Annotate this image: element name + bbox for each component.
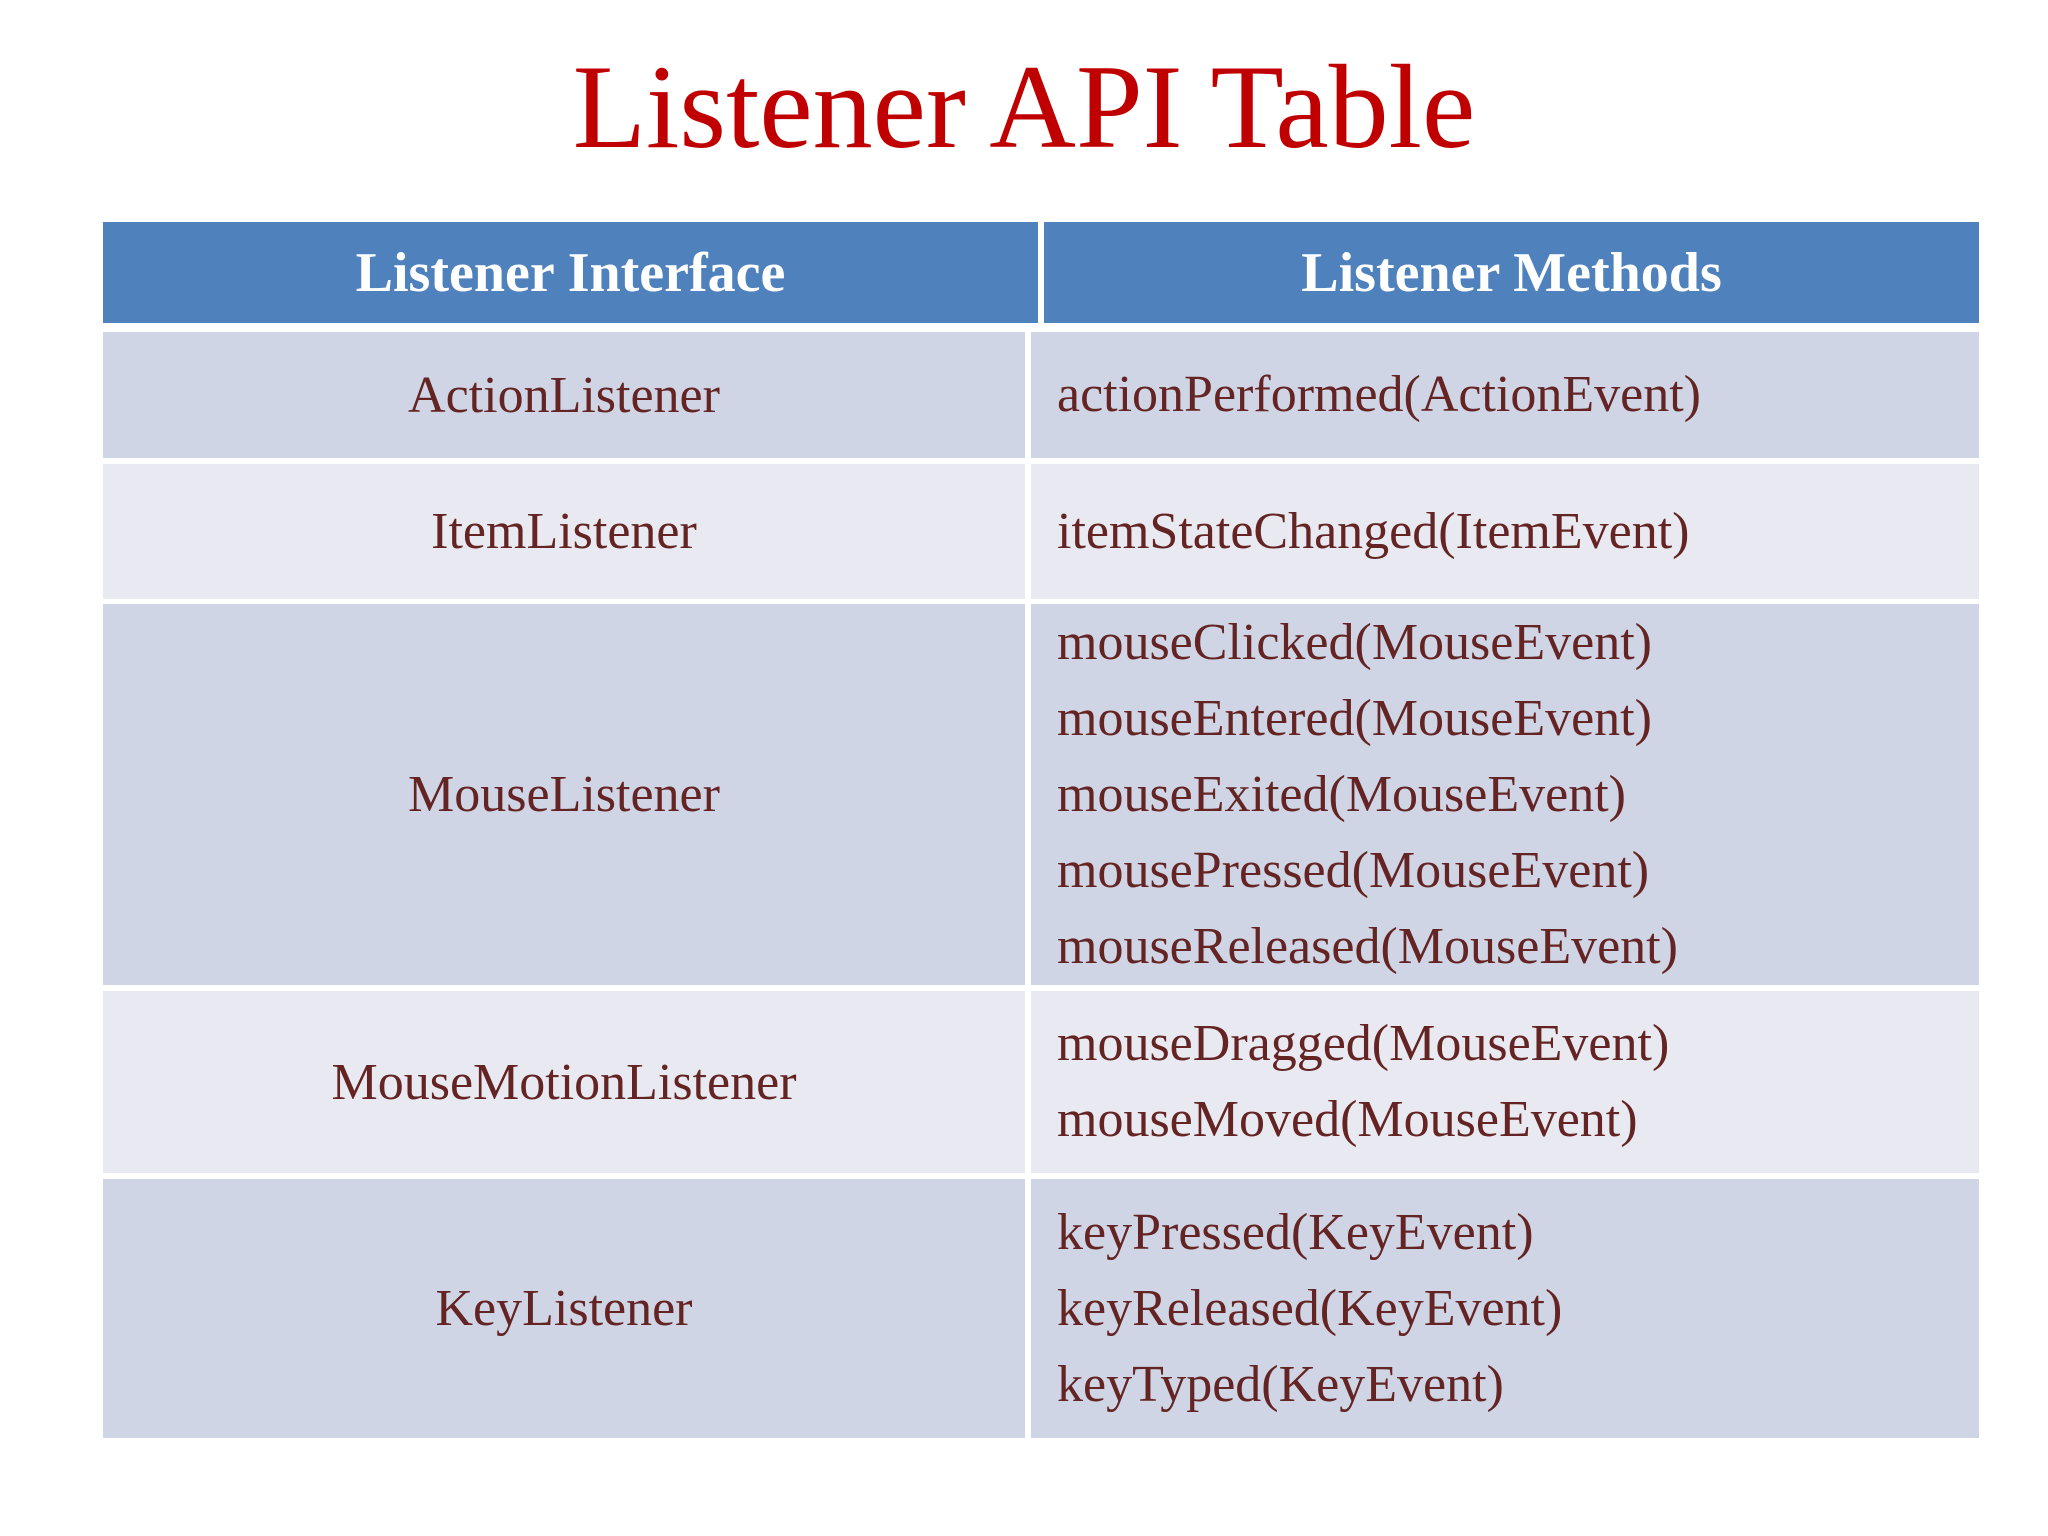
- listener-api-table: Listener Interface Listener Methods Acti…: [103, 222, 1979, 1438]
- method-name: keyPressed(KeyEvent): [1057, 1203, 1534, 1261]
- table-row: KeyListener keyPressed(KeyEvent) keyRele…: [103, 1179, 1979, 1438]
- method-name: actionPerformed(ActionEvent): [1057, 366, 1701, 423]
- table-row: MouseListener mouseClicked(MouseEvent) m…: [103, 604, 1979, 985]
- method-name: mouseMoved(MouseEvent): [1057, 1091, 1638, 1148]
- method-name: mouseEntered(MouseEvent): [1057, 689, 1652, 747]
- table-header-row: Listener Interface Listener Methods: [103, 222, 1979, 323]
- methods-cell: mouseDragged(MouseEvent) mouseMoved(Mous…: [1031, 991, 1979, 1173]
- method-name: keyReleased(KeyEvent): [1057, 1279, 1563, 1337]
- methods-cell: actionPerformed(ActionEvent): [1031, 332, 1979, 458]
- interface-name: ItemListener: [103, 464, 1025, 599]
- interface-name: MouseMotionListener: [103, 991, 1025, 1173]
- interface-name: ActionListener: [103, 332, 1025, 458]
- methods-cell: keyPressed(KeyEvent) keyReleased(KeyEven…: [1031, 1179, 1979, 1438]
- table-row: ItemListener itemStateChanged(ItemEvent): [103, 464, 1979, 599]
- method-name: mousePressed(MouseEvent): [1057, 841, 1650, 899]
- table-row: ActionListener actionPerformed(ActionEve…: [103, 332, 1979, 458]
- methods-cell: mouseClicked(MouseEvent) mouseEntered(Mo…: [1031, 604, 1979, 985]
- interface-name: MouseListener: [103, 604, 1025, 985]
- method-name: keyTyped(KeyEvent): [1057, 1355, 1504, 1413]
- method-name: mouseClicked(MouseEvent): [1057, 613, 1652, 671]
- table-row: MouseMotionListener mouseDragged(MouseEv…: [103, 991, 1979, 1173]
- column-header-listener-methods: Listener Methods: [1044, 222, 1979, 323]
- column-header-listener-interface: Listener Interface: [103, 222, 1038, 323]
- method-name: itemStateChanged(ItemEvent): [1057, 502, 1690, 560]
- method-name: mouseExited(MouseEvent): [1057, 765, 1626, 823]
- page-title: Listener API Table: [572, 40, 1476, 173]
- interface-name: KeyListener: [103, 1179, 1025, 1438]
- method-name: mouseDragged(MouseEvent): [1057, 1015, 1670, 1072]
- method-name: mouseReleased(MouseEvent): [1057, 917, 1678, 975]
- methods-cell: itemStateChanged(ItemEvent): [1031, 464, 1979, 599]
